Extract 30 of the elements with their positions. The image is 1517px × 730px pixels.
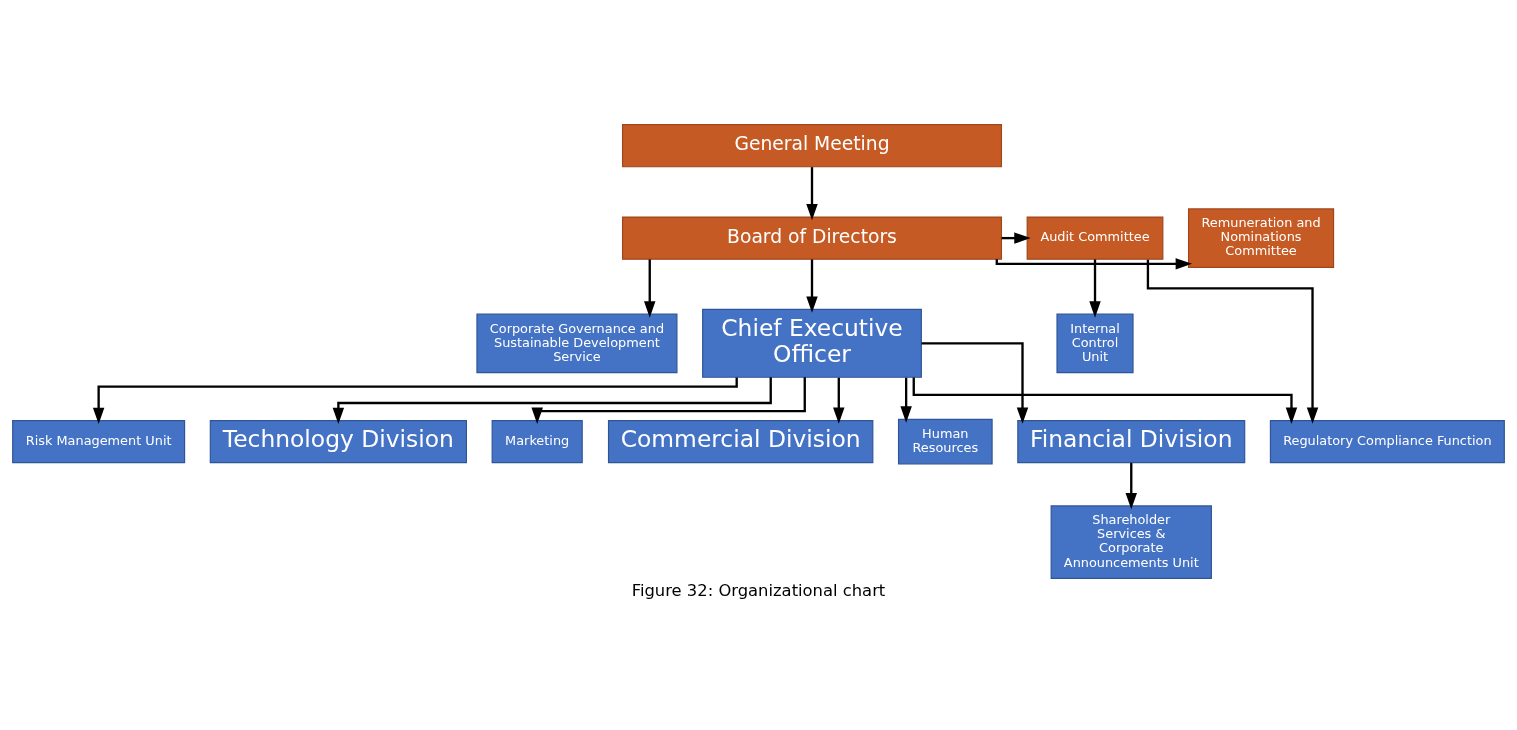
- node-box: Marketing: [491, 419, 583, 464]
- node-box: Remuneration and Nominations Committee: [1188, 208, 1335, 268]
- arrow: [806, 259, 818, 313]
- node-box: Human Resources: [897, 418, 993, 465]
- node-box: General Meeting: [621, 124, 1003, 168]
- caption: Figure 32: Organizational chart: [631, 581, 886, 601]
- arrow: [92, 377, 738, 425]
- node-box: Risk Management Unit: [12, 419, 186, 464]
- node-box: Shareholder Services & Corporate Announcements Unit: [1050, 505, 1212, 579]
- arrow: [332, 377, 772, 425]
- node-box: Corporate Governance and Sustainable Development Service: [476, 313, 678, 374]
- node-box: Technology Division: [209, 419, 467, 464]
- arrow: [531, 377, 806, 425]
- node-box: Internal Control Unit: [1056, 313, 1134, 374]
- arrow: [912, 377, 1298, 424]
- arrow: [1089, 259, 1101, 318]
- arrow: [995, 258, 1193, 270]
- node-box: Regulatory Compliance Function: [1269, 419, 1505, 464]
- arrow: [833, 377, 845, 424]
- node-box: Board of Directors: [621, 216, 1003, 260]
- node-box: Chief Executive Officer: [702, 308, 922, 378]
- arrow: [806, 167, 818, 221]
- arrow: [644, 259, 656, 318]
- arrow: [900, 377, 912, 423]
- node-box: Audit Committee: [1026, 216, 1164, 260]
- arrow: [1146, 259, 1319, 424]
- arrow: [921, 342, 1029, 424]
- node-box: Financial Division: [1017, 419, 1246, 464]
- node-box: Commercial Division: [607, 419, 874, 464]
- arrow: [1125, 462, 1137, 510]
